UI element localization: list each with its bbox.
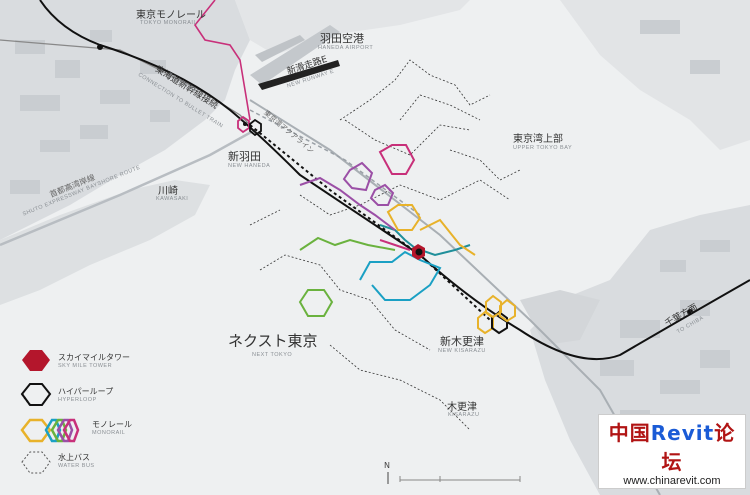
kisarazu-label: 木更津 [447, 402, 477, 413]
legend-tower-en: SKY MILE TOWER [58, 363, 113, 369]
legend-monorail-en: MONORAIL [92, 430, 126, 436]
kawasaki-en-label: KAWASAKI [156, 196, 189, 202]
legend-icons [20, 350, 80, 474]
aqualine-tunnel [249, 109, 421, 216]
tower-hexagon-icon [22, 350, 50, 371]
kisarazu-en-label: KISARAZU [448, 412, 480, 418]
next-tokyo-label: ネクスト東京 [228, 332, 318, 350]
watermark-title: 中国Revit论坛 [599, 417, 745, 475]
legend-waterbus: 水上バス WATER BUS [58, 452, 95, 469]
monorail-hexagons-icon [20, 418, 80, 443]
shinhaneda-en-label: NEW HANEDA [228, 163, 271, 169]
kawasaki-label: 川崎 [158, 186, 178, 197]
new-kisarazu-hub-icon [477, 294, 516, 335]
tokyo-monorail-label: 東京モノレール [136, 10, 206, 21]
chiba-station-dot [687, 309, 693, 315]
upper-bay-label: 東京湾上部 [513, 134, 563, 145]
land-kawasaki [0, 180, 210, 305]
monorail-yellow-line [419, 218, 476, 256]
hyperloop-hexagon-icon [20, 383, 52, 406]
new-runway-e [258, 60, 340, 90]
legend-hyperloop-en: HYPERLOOP [58, 397, 97, 403]
legend-waterbus-jp: 水上バス [58, 453, 90, 462]
haneda-airport-en-label: HANEDA AIRPORT [318, 45, 374, 51]
monorail-hex-green [298, 289, 334, 317]
legend-monorail-jp: モノレール [92, 420, 132, 429]
tokaido-rail [0, 39, 251, 126]
watermark-suffix: 论坛 [661, 421, 736, 474]
monorail-hex-pink [378, 144, 416, 175]
haneda-airport [250, 25, 340, 85]
water-bus-network [249, 59, 521, 431]
hyperloop-main-line [39, 0, 750, 361]
monorail-rail [194, 0, 251, 121]
tokaido-station-dot [97, 44, 103, 50]
upper-bay-en-label: UPPER TOKYO BAY [513, 145, 573, 151]
watermark-url: www.chinarevit.com [623, 475, 721, 487]
watermark-prefix: 中国 [608, 421, 651, 445]
monorail-hex-yellow [386, 204, 422, 231]
legend-hyperloop-jp: ハイパーループ [58, 387, 114, 396]
waterbus-hexagon-icon [21, 451, 51, 474]
monorail-purple-line [299, 176, 396, 231]
tokyo-monorail-en-label: TOKYO MONORAIL [140, 20, 198, 26]
north-label: N [384, 461, 390, 470]
sky-mile-tower-icon [412, 244, 425, 260]
legend-monorail: モノレール MONORAIL [92, 419, 132, 436]
monorail-blue-line [359, 250, 442, 301]
expressway-line [0, 128, 256, 247]
new-haneda-hub-icon [237, 115, 262, 137]
legend-hyperloop: ハイパーループ HYPERLOOP [58, 386, 113, 403]
monorail-pink-line [379, 239, 411, 251]
aqualine-road [249, 99, 661, 495]
shinkisarazu-en-label: NEW KISARAZU [438, 348, 486, 354]
watermark: 中国Revit论坛 www.chinarevit.com [598, 414, 746, 489]
land-east-top [560, 0, 750, 150]
next-tokyo-en-label: NEXT TOKYO [252, 352, 293, 358]
shinkisarazu-label: 新木更津 [440, 335, 484, 348]
legend-tower-jp: スカイマイルタワー [58, 353, 130, 362]
legend-tower: スカイマイルタワー SKY MILE TOWER [58, 352, 130, 369]
north-arrow-icon [387, 472, 521, 484]
monorail-hex-purple2 [369, 183, 395, 206]
legend-waterbus-en: WATER BUS [58, 463, 95, 469]
watermark-brand: Revit [650, 421, 715, 445]
haneda-airport-label: 羽田空港 [320, 32, 364, 45]
monorail-network [298, 144, 476, 317]
monorail-green-line [299, 236, 396, 251]
monorail-hex-purple [342, 161, 374, 192]
shinhaneda-label: 新羽田 [228, 150, 261, 163]
hyperloop-dotted-line [249, 124, 491, 321]
